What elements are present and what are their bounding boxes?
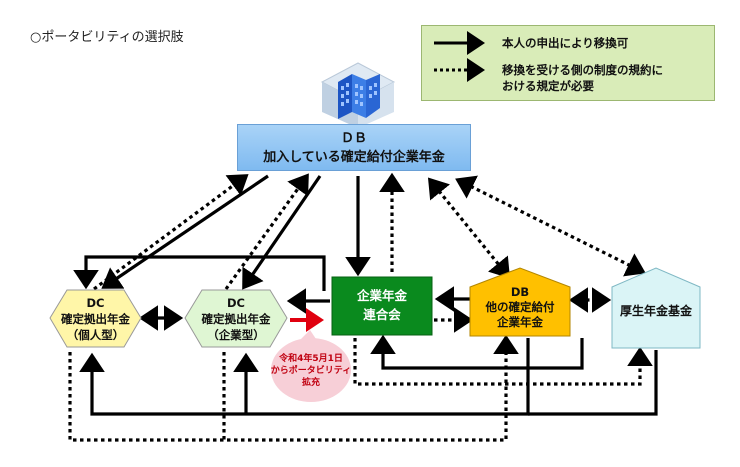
- federation-line2: 連合会: [363, 307, 401, 322]
- arrow-pension-to-federation: [370, 334, 584, 370]
- db-top-line2: 加入している確定給付企業年金: [263, 150, 445, 165]
- dc-individual-line3: （個人型）: [66, 328, 125, 342]
- dotted-dc-individual-to-db: [93, 174, 249, 291]
- federation-line1: 企業年金: [356, 288, 407, 303]
- db-top-line1: ＤＢ: [340, 131, 367, 146]
- callout-label: 令和4年5月1日 からポータビリティ 拡充: [266, 353, 356, 389]
- dc-corporate-line2: 確定拠出年金: [201, 312, 271, 326]
- page-title: ○ポータビリティの選択肢: [30, 30, 184, 45]
- other-db-line2: 他の確定給付: [485, 300, 555, 314]
- federation-node: [331, 276, 433, 336]
- dotted-bottom-loop-other-db: [68, 334, 519, 442]
- dc-individual-label: DC 確定拠出年金 （個人型）: [50, 295, 141, 343]
- dc-individual-line2: 確定拠出年金: [61, 312, 130, 326]
- line-pension-to-bottom: [528, 350, 658, 416]
- callout-line3: 拡充: [301, 378, 320, 388]
- db-top-node: ＤＢ 加入している確定給付企業年金: [237, 124, 471, 171]
- dotted-db-pension-fund: [455, 175, 646, 277]
- pension-fund-node: [611, 267, 701, 349]
- dc-individual-node: [49, 289, 142, 348]
- dotted-dc-corporate-to-db: [224, 173, 309, 290]
- building-icon: [320, 62, 396, 128]
- dc-corporate-node: [184, 289, 288, 348]
- callout-pointer: [298, 330, 318, 342]
- other-db-line3: 企業年金: [497, 315, 543, 329]
- callout-line2: からポータビリティ: [270, 366, 352, 376]
- expansion-callout: [271, 338, 351, 402]
- legend-solid-label: 本人の申出により移換可: [502, 36, 629, 50]
- other-db-node: [469, 267, 571, 337]
- dc-corporate-line1: DC: [227, 296, 245, 310]
- dotted-federation-to-pension-fund: [353, 338, 653, 386]
- line-bottom-to-dc-individual: [79, 338, 530, 416]
- dotted-connectors: [68, 172, 653, 442]
- other-db-line1: DB: [510, 285, 530, 299]
- arrow-db-to-dc-corporate: [242, 175, 322, 290]
- callout-line1: 令和4年5月1日: [279, 354, 343, 364]
- federation-label: 企業年金 連合会: [332, 286, 432, 324]
- pension-fund-line1: 厚生年金基金: [619, 304, 692, 318]
- legend-dotted-label-1: 移換を受ける側の制度の規約に: [502, 63, 663, 77]
- legend-dotted-label-2: おける規定が必要: [502, 79, 594, 93]
- other-db-label: DB 他の確定給付 企業年金: [470, 285, 570, 330]
- dc-individual-line1: DC: [86, 296, 105, 310]
- arrow-federation-to-dc-individual: [73, 255, 326, 291]
- legend-symbols: [434, 31, 485, 82]
- arrow-db-to-dc-individual: [101, 174, 269, 289]
- dotted-db-other-db: [427, 177, 511, 279]
- dc-corporate-line3: （企業型）: [207, 328, 265, 342]
- pension-fund-label: 厚生年金基金: [612, 303, 700, 319]
- dc-corporate-label: DC 確定拠出年金 （企業型）: [185, 295, 287, 343]
- legend-box: 本人の申出により移換可 移換を受ける側の制度の規約に おける規定が必要: [421, 25, 715, 101]
